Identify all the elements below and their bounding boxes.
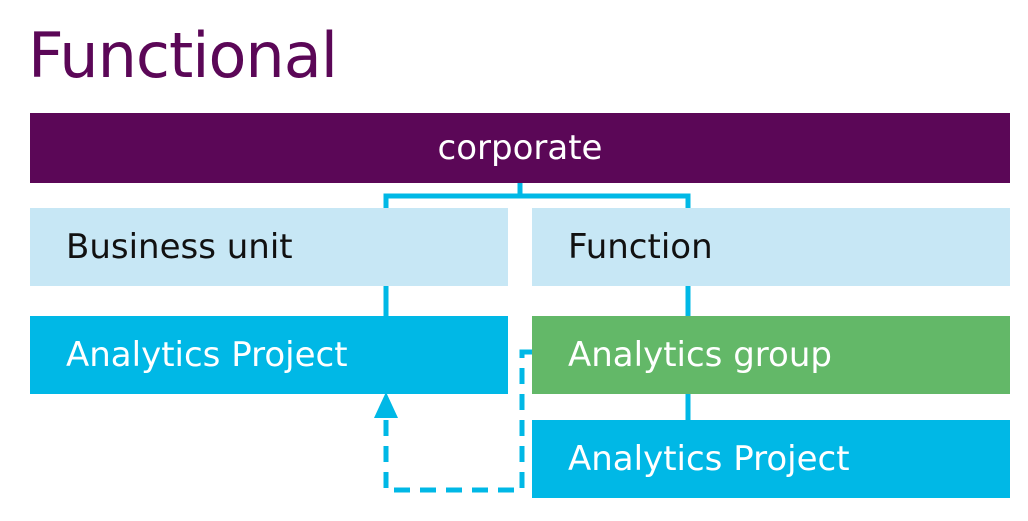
analytics-group-box: Analytics group: [532, 316, 1010, 394]
corporate-label: corporate: [437, 128, 603, 168]
function-label: Function: [568, 227, 713, 267]
business-unit-label: Business unit: [66, 227, 293, 267]
corporate-connector: [383, 183, 691, 208]
page-title: Functional: [28, 19, 338, 92]
analytics-project-left-label: Analytics Project: [66, 335, 348, 375]
analytics-project-left-box: Analytics Project: [30, 316, 508, 394]
analytics-project-right-box: Analytics Project: [532, 420, 1010, 498]
analytics-group-label: Analytics group: [568, 335, 832, 375]
function-box: Function: [532, 208, 1010, 286]
analytics-project-right-label: Analytics Project: [568, 439, 850, 479]
business-unit-box: Business unit: [30, 208, 508, 286]
corporate-box: corporate: [30, 113, 1010, 183]
arrow-up-icon: [374, 392, 398, 418]
